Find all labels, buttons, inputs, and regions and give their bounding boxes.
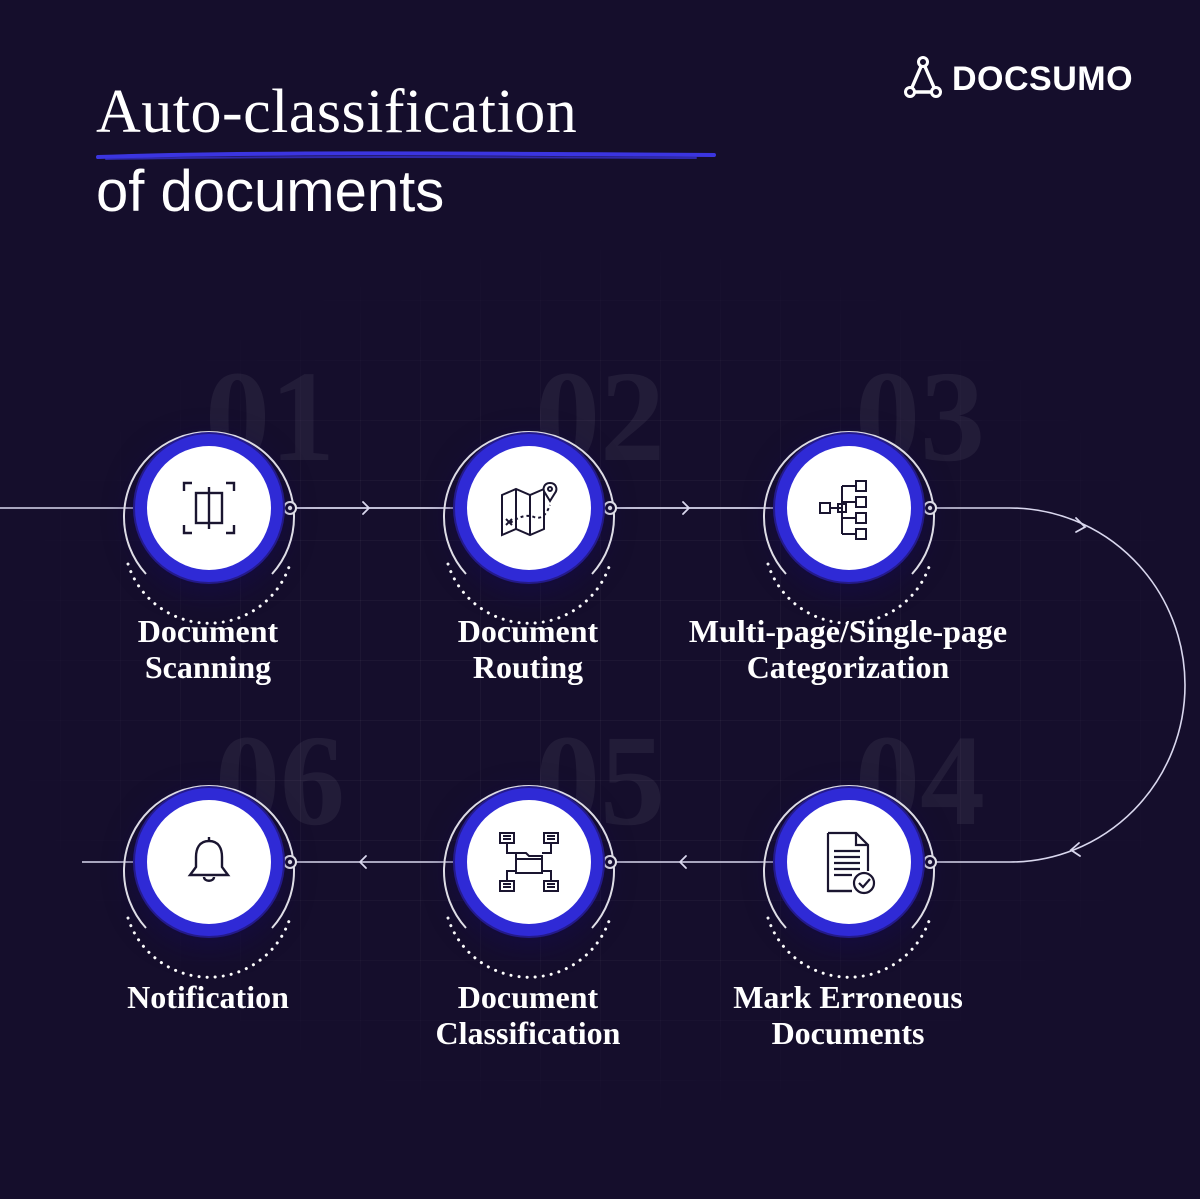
step-node-categorization (787, 446, 911, 570)
hierarchy-icon (819, 480, 867, 540)
node-ring-1 (123, 430, 295, 625)
arrow-right-icon (362, 501, 371, 515)
node-ring-2 (443, 430, 615, 625)
arrow-left-icon (358, 855, 367, 869)
map-route-icon (501, 481, 558, 537)
connector-curve (930, 507, 1186, 863)
brand-name: DOCSUMO (952, 59, 1134, 98)
title-underline (96, 151, 716, 160)
step-label-mark-erroneous: Mark Erroneous Documents (733, 979, 963, 1051)
step-label-classification: Document Classification (435, 979, 621, 1051)
node-ring-3 (763, 430, 935, 625)
page-title: Auto-classification (96, 78, 578, 146)
step-node-notification (147, 800, 271, 924)
scan-icon (182, 481, 236, 535)
step-node-classification (467, 800, 591, 924)
arrow-left-icon (1069, 842, 1081, 857)
step-label-routing: Document Routing (457, 613, 599, 685)
bell-icon (187, 837, 231, 882)
page-subtitle: of documents (96, 159, 445, 224)
arrow-right-icon (682, 501, 691, 515)
docsumo-logo-icon (904, 56, 942, 98)
step-node-scanning (147, 446, 271, 570)
background-grid (0, 240, 1200, 1120)
step-label-scanning: Document Scanning (137, 613, 279, 685)
docsumo-logo: DOCSUMO (900, 56, 1133, 102)
node-ring-4 (763, 784, 935, 979)
node-ring-6 (123, 784, 295, 979)
document-check-icon (826, 831, 876, 895)
step-node-routing (467, 446, 591, 570)
arrow-left-icon (678, 855, 687, 869)
arrow-down-icon (1075, 517, 1087, 533)
step-node-mark-erroneous (787, 800, 911, 924)
folder-network-icon (499, 832, 559, 892)
step-label-notification: Notification (127, 979, 289, 1015)
node-ring-5 (443, 784, 615, 979)
step-label-categorization: Multi-page/Single-page Categorization (688, 613, 1008, 685)
